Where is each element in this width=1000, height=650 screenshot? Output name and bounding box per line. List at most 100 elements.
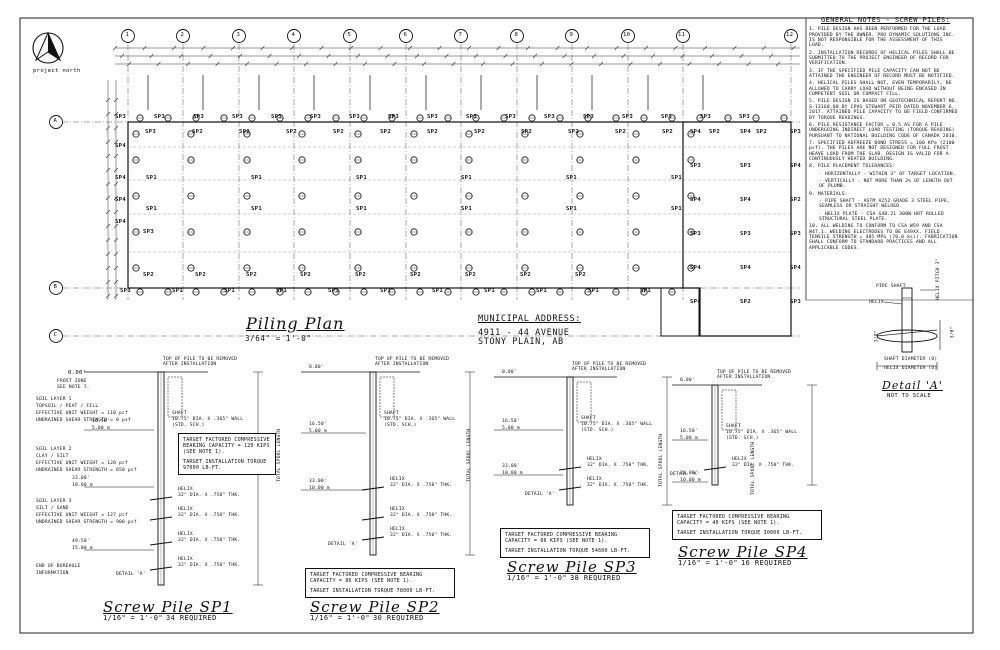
soil-layer-shear: UNDRAINED SHEAR STRENGTH = 0 psf [36,418,131,423]
shaft-sch-sp2: (STD. SCH.) [384,423,417,428]
detail-ref-sp1: DETAIL 'A' [116,572,146,577]
grid-column-6: 6 [403,31,408,38]
detail-helix: HELIX [869,300,884,305]
pile-tag-sp3-a6: SP3 [349,114,361,120]
soil-layer-type: CLAY / SILT [36,454,69,459]
shaft-label-sp2: SHAFT [384,411,399,416]
torque-text: TARGET INSTALLATION TORQUE 78000 LB-FT. [310,588,436,594]
pile-tag-sp1-b1: SP1 [172,288,184,294]
pile-tag-sp3-b0: SP3 [120,288,132,294]
north-arrow-icon [32,31,64,64]
pile-required-sp2: 30 REQUIRED [373,614,424,622]
pile-tag-sp3-a0: SP3 [115,114,127,120]
grid-column-8: 8 [514,31,519,38]
elev-ft-sp1: 16.50' [92,419,110,424]
pile-tag-sp2-L11: SP2 [465,272,477,278]
elev-ft-sp3: 33.00' [502,464,520,469]
note-item: 1. PILE DESIGN HAS BEEN PERFORMED FOR TH… [809,27,955,49]
pile-tag-sp3-R9: SP3 [690,231,702,237]
pile-tag-sp1-i4: SP1 [566,175,578,181]
address-label: MUNICIPAL ADDRESS: [478,314,581,324]
note-item: 3. IF THE SPECIFIED PILE CAPACITY CAN NO… [809,68,955,80]
helix-spec-sp3: 32" DIA. X .750" THK. [587,483,650,488]
pile-tag-sp3-a9: SP3 [466,114,478,120]
elev-top: 0.00' [68,370,87,376]
pile-title-sp2: Screw Pile SP2 [310,598,440,616]
pile-tag-sp2-r23: SP2 [286,129,298,135]
pile-tag-sp1-i8: SP1 [356,206,368,212]
address-line1: 4911 - 44 AVENUE [478,328,570,338]
pile-tag-sp4-L1: SP4 [115,175,127,181]
helix-spec-sp2: 32" DIA. X .750" THK. [390,533,453,538]
pile-tag-sp3-R17: SP3 [790,299,802,305]
soil-layer-name: SOIL LAYER 3 [36,499,72,504]
pile-tag-sp4-R1: SP4 [740,129,752,135]
shaft-sch-sp4: (STD. SCH.) [726,436,759,441]
pile-required-sp3: 38 REQUIRED [570,574,621,582]
helix-label-sp1: HELIX [178,557,193,562]
elev-m-sp1: 5.00 m [92,426,110,431]
soil-layer-name: SOIL LAYER 1 [36,397,72,402]
pile-tag-sp4-R13: SP4 [740,265,752,271]
end-borehole-2: INFORMATION [36,571,69,576]
pile-tag-sp3-R2: SP3 [790,129,802,135]
pile-tag-sp2-r29: SP2 [568,129,580,135]
pile-tag-sp1-b4: SP1 [328,288,340,294]
detail-ref-sp4: DETAIL 'A' [670,472,700,477]
torque-text: TARGET INSTALLATION TORQUE 30000 LB-FT. [677,530,803,536]
note-item: 7. SPECIFIED ADFREEZE BOND STRESS = 100 … [809,140,955,162]
top-note-sp1: TOP OF PILE TO BE REMOVED AFTER INSTALLA… [163,357,238,367]
helix-label-sp1: HELIX [178,507,193,512]
grid-column-7: 7 [458,31,463,38]
bearing-text: TARGET FACTORED COMPRESSIVE BEARING CAPA… [677,514,790,526]
pile-tag-sp4-R14: SP4 [790,265,802,271]
soil-layer-shear: UNDRAINED SHEAR STRENGTH = 900 psf [36,520,137,525]
soil-layer-type: SILT / SAND [36,506,69,511]
grid-row-A: A [53,118,58,124]
pile-tag-sp3-a4: SP3 [271,114,283,120]
detail-dim2: 3/8" [950,326,956,339]
shaft-sch-sp3: (STD. SCH.) [581,428,614,433]
shaft-label-sp3: SHAFT [581,416,596,421]
pile-tag-sp2-R16: SP2 [740,299,752,305]
pile-tag-sp2-L13: SP2 [575,272,587,278]
length-label-sp3: TOTAL SPOOL LENGTH [659,433,664,487]
helix-label-sp3: HELIX [587,477,602,482]
detail-helix-pitch: HELIX PITCH 3" [936,258,941,300]
bearing-text: TARGET FACTORED COMPRESSIVE BEARING CAPA… [183,437,270,455]
pile-tag-sp4-L0: SP4 [115,143,127,149]
pile-tag-sp2-L9: SP2 [355,272,367,278]
frost-note: SEE NOTE 7. [57,385,90,390]
pile-tag-sp3-a2: SP3 [193,114,205,120]
shaft-spec-sp4: 10.75" DIA. X .365" WALL [726,430,798,435]
helix-label-sp4: HELIX [732,457,747,462]
pile-tag-sp3-a12: SP3 [583,114,595,120]
helix-spec-sp4: 32" DIA. X .750" THK. [732,463,795,468]
soil-layer-type: TOPSOIL / PEAT / FILL [36,404,99,409]
elev-ft-sp4: 0.00' [680,378,695,383]
pile-tag-sp1-i10: SP1 [566,206,578,212]
note-item: - HORIZONTALLY - WITHIN 3" OF TARGET LOC… [819,171,956,177]
pile-tag-sp3-R11: SP3 [790,231,802,237]
pile-tag-sp3-a3: SP3 [232,114,244,120]
top-note-sp3: TOP OF PILE TO BE REMOVED AFTER INSTALLA… [572,362,647,372]
pile-tag-sp2-r213: SP2 [756,129,768,135]
helix-label-sp1: HELIX [178,487,193,492]
pile-tag-sp1-b2: SP1 [224,288,236,294]
bearing-text: TARGET FACTORED COMPRESSIVE BEARING CAPA… [310,572,423,584]
pile-tag-sp4-R6: SP4 [690,197,702,203]
general-notes: GENERAL NOTES - SCREW PILES: 1. PILE DES… [809,16,959,253]
torque-text: TARGET INSTALLATION TORQUE 54600 LB-FT. [505,548,631,554]
length-label-sp2: TOTAL SPOOL LENGTH [467,428,472,482]
bearing-box-sp4: TARGET FACTORED COMPRESSIVE BEARING CAPA… [672,510,822,540]
note-item: 2. INSTALLATION RECORDS OF HELICAL PILES… [809,50,955,67]
elev-m-sp1: 10.00 m [72,483,93,488]
detail-subtitle: NOT TO SCALE [887,393,932,399]
pile-tag-sp1-i6: SP1 [146,206,158,212]
pile-tag-sp2-R8: SP2 [790,197,802,203]
elev-ft-sp3: 16.50' [502,419,520,424]
grid-column-9: 9 [569,31,574,38]
length-label-sp4: TOTAL SPOOL LENGTH [751,441,756,495]
grid-column-12: 12 [786,31,794,38]
